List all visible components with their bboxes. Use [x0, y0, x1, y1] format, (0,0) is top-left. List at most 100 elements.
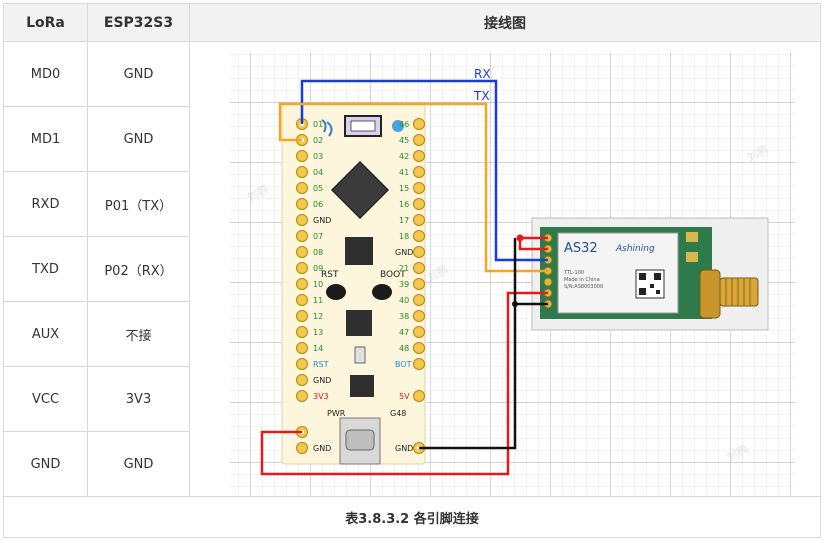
pin-08: 08 [296, 246, 323, 258]
table-row: MD1 GND [4, 107, 190, 172]
esp-pin: P01（TX） [88, 172, 190, 236]
pin-rst: RST [296, 358, 329, 370]
svg-text:04: 04 [313, 168, 323, 177]
esp-pin: 3V3 [88, 367, 190, 431]
module-info: Made in China [564, 277, 600, 283]
pin-05: 05 [296, 182, 323, 194]
pin-12: 12 [296, 310, 323, 322]
module-brand: Ashining [615, 244, 655, 254]
wire-md1 [518, 238, 548, 251]
module-pad [686, 232, 698, 242]
left-header: 01 02 03 04 05 06 GND 07 08 09 10 11 12 … [296, 118, 331, 454]
svg-text:08: 08 [313, 248, 323, 257]
svg-text:10: 10 [313, 280, 323, 289]
svg-text:14: 14 [313, 344, 323, 353]
svg-text:47: 47 [399, 328, 409, 337]
esp-pin: GND [88, 432, 190, 496]
svg-text:RST: RST [313, 360, 329, 369]
lora-pin: GND [4, 432, 88, 496]
pin-09: 09 [296, 262, 323, 274]
pin-38: 38 [399, 310, 425, 322]
svg-text:02: 02 [313, 136, 323, 145]
wiring-diagram-svg: 刘鹏 刘鹏 刘鹏 刘鹏 刘鹏 RST BOOT [230, 7, 795, 496]
boot-button-label: BOOT [380, 270, 406, 280]
svg-text:GND: GND [313, 216, 331, 225]
pin-07: 07 [296, 230, 323, 242]
pin-45: 45 [399, 134, 425, 146]
pin-connection-table: LoRa ESP32S3 接线图 MD0 GND MD1 GND RXD P01… [3, 3, 821, 538]
esp-pin: GND [88, 42, 190, 106]
pin-gnd-r1: GND [395, 246, 425, 258]
svg-text:12: 12 [313, 312, 323, 321]
svg-text:03: 03 [313, 152, 323, 161]
esp-pin: 不接 [88, 302, 190, 366]
pin-46: 46 [399, 118, 425, 130]
pin-gnd-l2: GND [296, 374, 331, 386]
pin-5v: 5V [399, 390, 425, 402]
svg-text:GND: GND [313, 444, 331, 453]
rx-label: RX [474, 67, 491, 81]
table-row: VCC 3V3 [4, 367, 190, 432]
pin-03: 03 [296, 150, 323, 162]
pin-14: 14 [296, 342, 323, 354]
svg-text:48: 48 [399, 344, 409, 353]
svg-text:40: 40 [399, 296, 409, 305]
svg-text:41: 41 [399, 168, 409, 177]
table-caption: 表3.8.3.2 各引脚连接 [345, 511, 479, 527]
table-row: TXD P02（RX） [4, 237, 190, 302]
pin-21: 21 [399, 262, 425, 274]
main-chip [331, 161, 389, 219]
sma-antenna-icon [719, 277, 759, 307]
svg-text:21: 21 [399, 264, 409, 273]
svg-text:06: 06 [313, 200, 323, 209]
pin-bot: BOT [395, 358, 425, 370]
lora-pin: MD0 [4, 42, 88, 106]
svg-text:GND: GND [395, 248, 413, 257]
svg-text:42: 42 [399, 152, 409, 161]
pin-47: 47 [399, 326, 425, 338]
lora-pin: AUX [4, 302, 88, 366]
pin-3v3: 3V3 [296, 390, 329, 402]
svg-text:15: 15 [399, 184, 409, 193]
rst-button [326, 284, 346, 300]
pin-18: 18 [399, 230, 425, 242]
table-row: AUX 不接 [4, 302, 190, 367]
bluetooth-logo-icon [321, 119, 333, 137]
pin-40: 40 [399, 294, 425, 306]
module-name: AS32 [564, 241, 598, 256]
svg-text:05: 05 [313, 184, 323, 193]
header-esp32s3: ESP32S3 [88, 4, 190, 42]
header-wiring-diagram: 接线图 [190, 4, 820, 42]
junction-dot [512, 301, 518, 307]
lora-module: AS32 Ashining TTL-100 Made in China S/N:… [531, 217, 769, 331]
pin-11: 11 [296, 294, 323, 306]
regulator-chip [350, 375, 374, 397]
table-row: MD0 GND [4, 42, 190, 107]
usb-chip [346, 310, 372, 336]
boot-button [372, 284, 392, 300]
usb-c-opening [345, 429, 375, 451]
pin-gnd-l3: GND [296, 442, 331, 454]
svg-text:17: 17 [399, 216, 409, 225]
svg-text:46: 46 [399, 120, 409, 129]
svg-text:5V: 5V [399, 392, 410, 401]
wire-tx [278, 102, 548, 273]
right-header: 46 45 42 41 15 16 17 18 GND 21 39 40 38 … [395, 118, 425, 454]
svg-text:01: 01 [313, 120, 323, 129]
module-info: S/N:AS8003000 [564, 284, 603, 290]
svg-text:GND: GND [395, 444, 413, 453]
svg-text:07: 07 [313, 232, 323, 241]
svg-text:11: 11 [313, 296, 323, 305]
svg-text:3V3: 3V3 [313, 392, 329, 401]
header-lora: LoRa [4, 4, 88, 42]
esp-pin: GND [88, 107, 190, 171]
led [354, 346, 366, 364]
pin-10: 10 [296, 278, 323, 290]
g48-label: G48 [390, 409, 406, 418]
table-row: RXD P01（TX） [4, 172, 190, 237]
wifi-logo-icon [392, 120, 404, 132]
svg-text:38: 38 [399, 312, 409, 321]
pin-39: 39 [399, 278, 425, 290]
sma-connector [699, 269, 721, 319]
svg-text:39: 39 [399, 280, 409, 289]
